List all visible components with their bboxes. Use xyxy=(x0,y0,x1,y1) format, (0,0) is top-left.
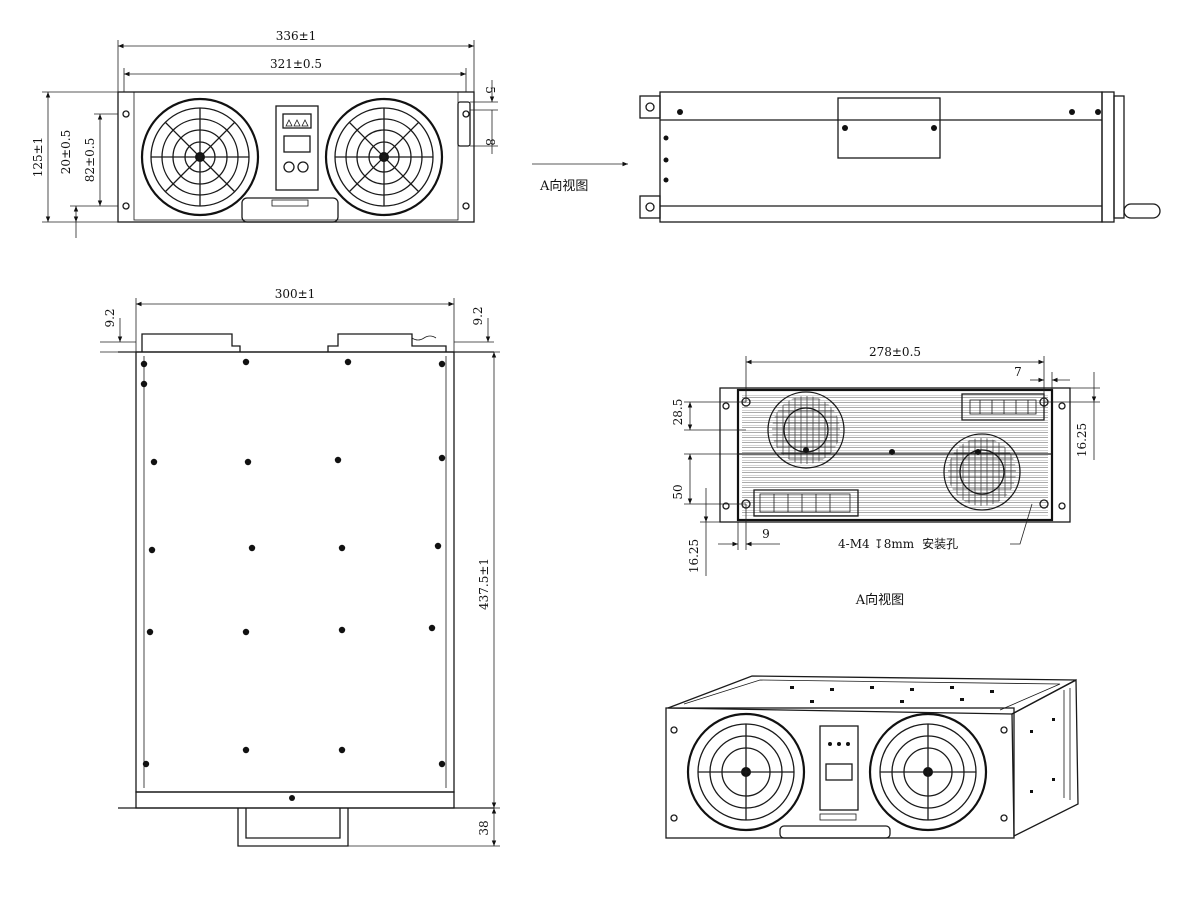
mount-hole-icon xyxy=(122,110,130,118)
dim-mount-width: 321±0.5 xyxy=(270,57,322,71)
top-screw-pattern xyxy=(140,358,446,768)
dim-height: 125±1 xyxy=(31,137,45,178)
dim-left-flange: 9.2 xyxy=(103,308,117,327)
rear-view: 278±0.5 7 16.25 28.5 50 16.25 9 4-M4 ↧8mm… xyxy=(671,345,1100,608)
front-view: 336±1 321±0.5 125±1 20±0.5 82±0.5 5 8 xyxy=(31,29,498,238)
rear-fan-right-icon xyxy=(943,433,1021,511)
mount-hole-note: 4-M4 ↧8mm 安装孔 xyxy=(838,536,958,551)
dim-overall-width: 336±1 xyxy=(276,29,317,43)
iso-fan-right-icon xyxy=(868,712,988,832)
mount-hole-note-tail: 安装孔 xyxy=(922,536,958,551)
rear-dim-width: 278±0.5 xyxy=(869,345,921,359)
mount-hole-icon xyxy=(462,110,470,118)
side-label-plate xyxy=(837,97,941,159)
rear-terminal-top xyxy=(961,393,1045,421)
top-bottom-rail xyxy=(135,791,455,809)
rear-dim-lower-v: 16.25 xyxy=(687,539,701,573)
top-view: 300±1 9.2 9.2 437.5±1 38 xyxy=(100,287,500,847)
top-body xyxy=(135,351,455,793)
rear-dim-left-h: 9 xyxy=(762,527,770,541)
knob-icon xyxy=(297,161,309,173)
rear-dim-upper-v: 28.5 xyxy=(671,399,685,426)
iso-fan-left-icon xyxy=(686,712,806,832)
rear-caption: A向视图 xyxy=(855,592,904,608)
dim-handle-a: 5 xyxy=(483,86,497,94)
top-handle xyxy=(237,808,349,847)
dim-right-flange: 9.2 xyxy=(471,306,485,325)
iso-view xyxy=(665,675,1079,839)
dim-handle-b: 8 xyxy=(483,138,497,146)
knob-icon xyxy=(283,161,295,173)
fan-left-icon xyxy=(140,97,260,217)
front-panel-inner xyxy=(133,91,459,221)
indicator-leds xyxy=(282,113,312,129)
rear-frame xyxy=(719,387,1071,523)
rear-terminal-bottom xyxy=(753,489,859,517)
dim-hole-spacing: 82±0.5 xyxy=(83,138,97,182)
mount-hole-note-depth: 8mm xyxy=(884,537,915,551)
side-body xyxy=(659,91,1103,223)
rear-panel xyxy=(736,388,1054,522)
display-module xyxy=(275,105,319,191)
dim-handle: 38 xyxy=(477,820,491,835)
side-handle xyxy=(457,101,471,147)
side-view xyxy=(639,91,1161,223)
fan-right-icon xyxy=(324,97,444,217)
mount-hole-note-spec: 4-M4 xyxy=(838,537,870,551)
depth-arrow-icon: ↧ xyxy=(874,537,884,551)
iso-handle xyxy=(779,825,891,839)
dim-hole-offset: 20±0.5 xyxy=(59,130,73,174)
side-handle-bottom xyxy=(639,195,661,219)
lcd-screen xyxy=(283,135,311,153)
view-arrow-label: A向视图 xyxy=(539,178,588,194)
side-handle-top xyxy=(639,95,661,119)
rear-dim-mid-v: 50 xyxy=(671,484,685,499)
front-handle xyxy=(241,197,339,223)
rear-dim-top-offset: 7 xyxy=(1014,365,1022,379)
dim-depth: 437.5±1 xyxy=(477,558,491,610)
view-arrow: A向视图 xyxy=(532,161,628,194)
dim-top-width: 300±1 xyxy=(275,287,316,301)
mount-hole-icon xyxy=(462,202,470,210)
mount-hole-icon xyxy=(122,202,130,210)
rear-fan-left-icon xyxy=(767,391,845,469)
rear-dim-right-v: 16.25 xyxy=(1075,423,1089,457)
iso-display-module xyxy=(819,725,859,811)
iso-side-face xyxy=(1011,678,1079,838)
rear-pipe xyxy=(1123,203,1161,219)
